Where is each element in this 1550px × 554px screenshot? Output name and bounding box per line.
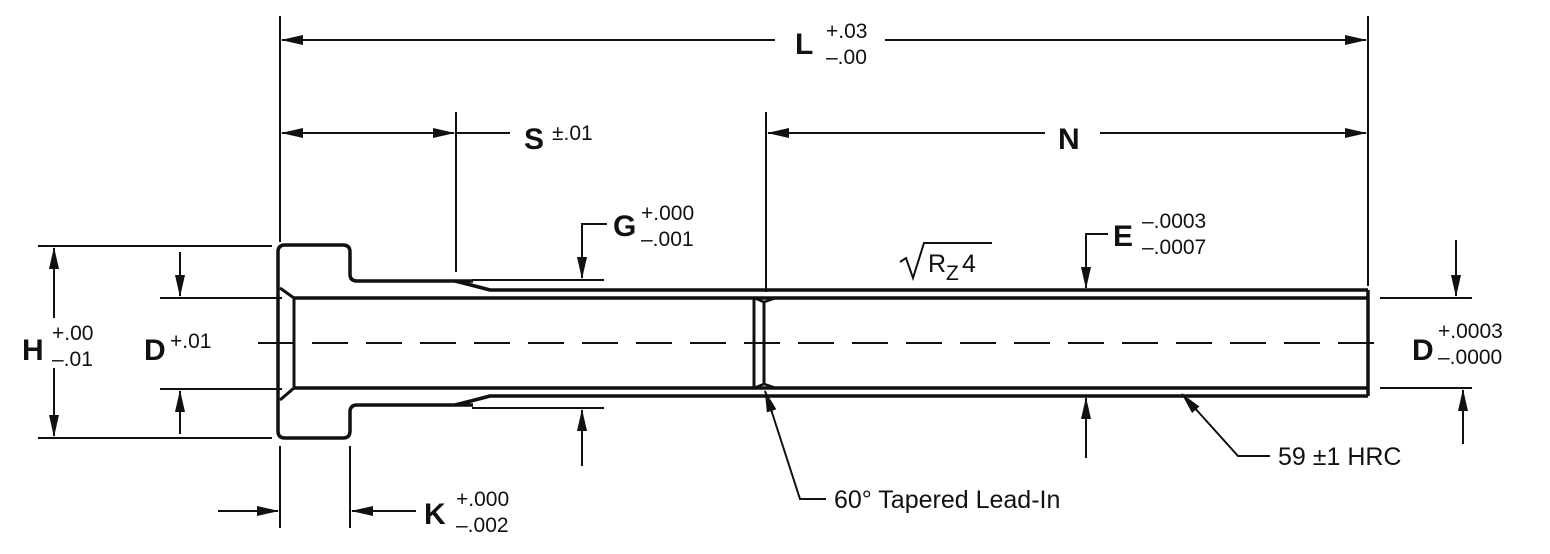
surface-finish-4: 4 xyxy=(962,250,976,278)
dim-G-tol-lower: –.001 xyxy=(641,228,694,251)
dim-E-tol-upper: –.0003 xyxy=(1142,210,1206,233)
lead-in-taper-top xyxy=(753,296,777,304)
neck-transition-top xyxy=(454,279,1368,292)
dim-D-left-tol: +.01 xyxy=(170,330,211,353)
dim-H-letter: H xyxy=(22,334,44,367)
dim-G-tol-upper: +.000 xyxy=(641,202,694,225)
dim-K: K +.000 –.002 xyxy=(218,488,509,537)
dim-G: G +.000 –.001 xyxy=(577,202,694,466)
dim-S-letter: S xyxy=(524,123,544,156)
dim-L-tol-lower: –.00 xyxy=(826,46,867,69)
dim-H-tol-lower: –.01 xyxy=(52,348,93,371)
note-lead-in: 60° Tapered Lead-In xyxy=(764,390,1060,514)
dim-L: L +.03 –.00 xyxy=(281,20,1367,69)
dim-S: S ±.01 xyxy=(281,122,593,156)
surface-finish-symbol: R Z 4 xyxy=(899,242,992,285)
dim-N-letter: N xyxy=(1058,123,1080,156)
surface-finish-R: R xyxy=(928,250,946,278)
dim-S-tol: ±.01 xyxy=(552,122,593,145)
dim-D-right: D +.0003 –.0000 xyxy=(1412,240,1503,444)
dim-K-tol-lower: –.002 xyxy=(456,514,509,537)
dim-H: H +.00 –.01 xyxy=(22,247,93,437)
dim-L-letter: L xyxy=(795,28,813,61)
lead-in-text: 60° Tapered Lead-In xyxy=(834,486,1060,514)
surface-finish-Z: Z xyxy=(946,262,959,285)
dim-D-right-tol-upper: +.0003 xyxy=(1438,320,1503,343)
note-hardness: 59 ±1 HRC xyxy=(1181,393,1402,471)
dim-E-letter: E xyxy=(1113,220,1133,253)
dim-G-letter: G xyxy=(613,210,636,243)
dim-E: E –.0003 –.0007 xyxy=(1081,210,1206,458)
dim-D-right-letter: D xyxy=(1412,334,1434,367)
dim-D-right-tol-lower: –.0000 xyxy=(1438,346,1502,369)
dim-H-tol-upper: +.00 xyxy=(52,322,93,345)
dim-D-left-letter: D xyxy=(144,334,166,367)
dim-D-left: D +.01 xyxy=(144,252,211,434)
head-flange xyxy=(276,243,473,440)
hardness-text: 59 ±1 HRC xyxy=(1278,443,1402,471)
part-outline xyxy=(258,243,1388,440)
dim-L-tol-upper: +.03 xyxy=(826,20,867,43)
dim-K-tol-upper: +.000 xyxy=(456,488,509,511)
neck-transition-bottom xyxy=(454,394,1368,407)
dim-E-tol-lower: –.0007 xyxy=(1142,236,1206,259)
lead-in-taper-bottom xyxy=(753,382,777,390)
extension-lines xyxy=(38,16,1472,528)
dim-K-letter: K xyxy=(424,498,446,531)
dim-N: N xyxy=(767,123,1367,156)
